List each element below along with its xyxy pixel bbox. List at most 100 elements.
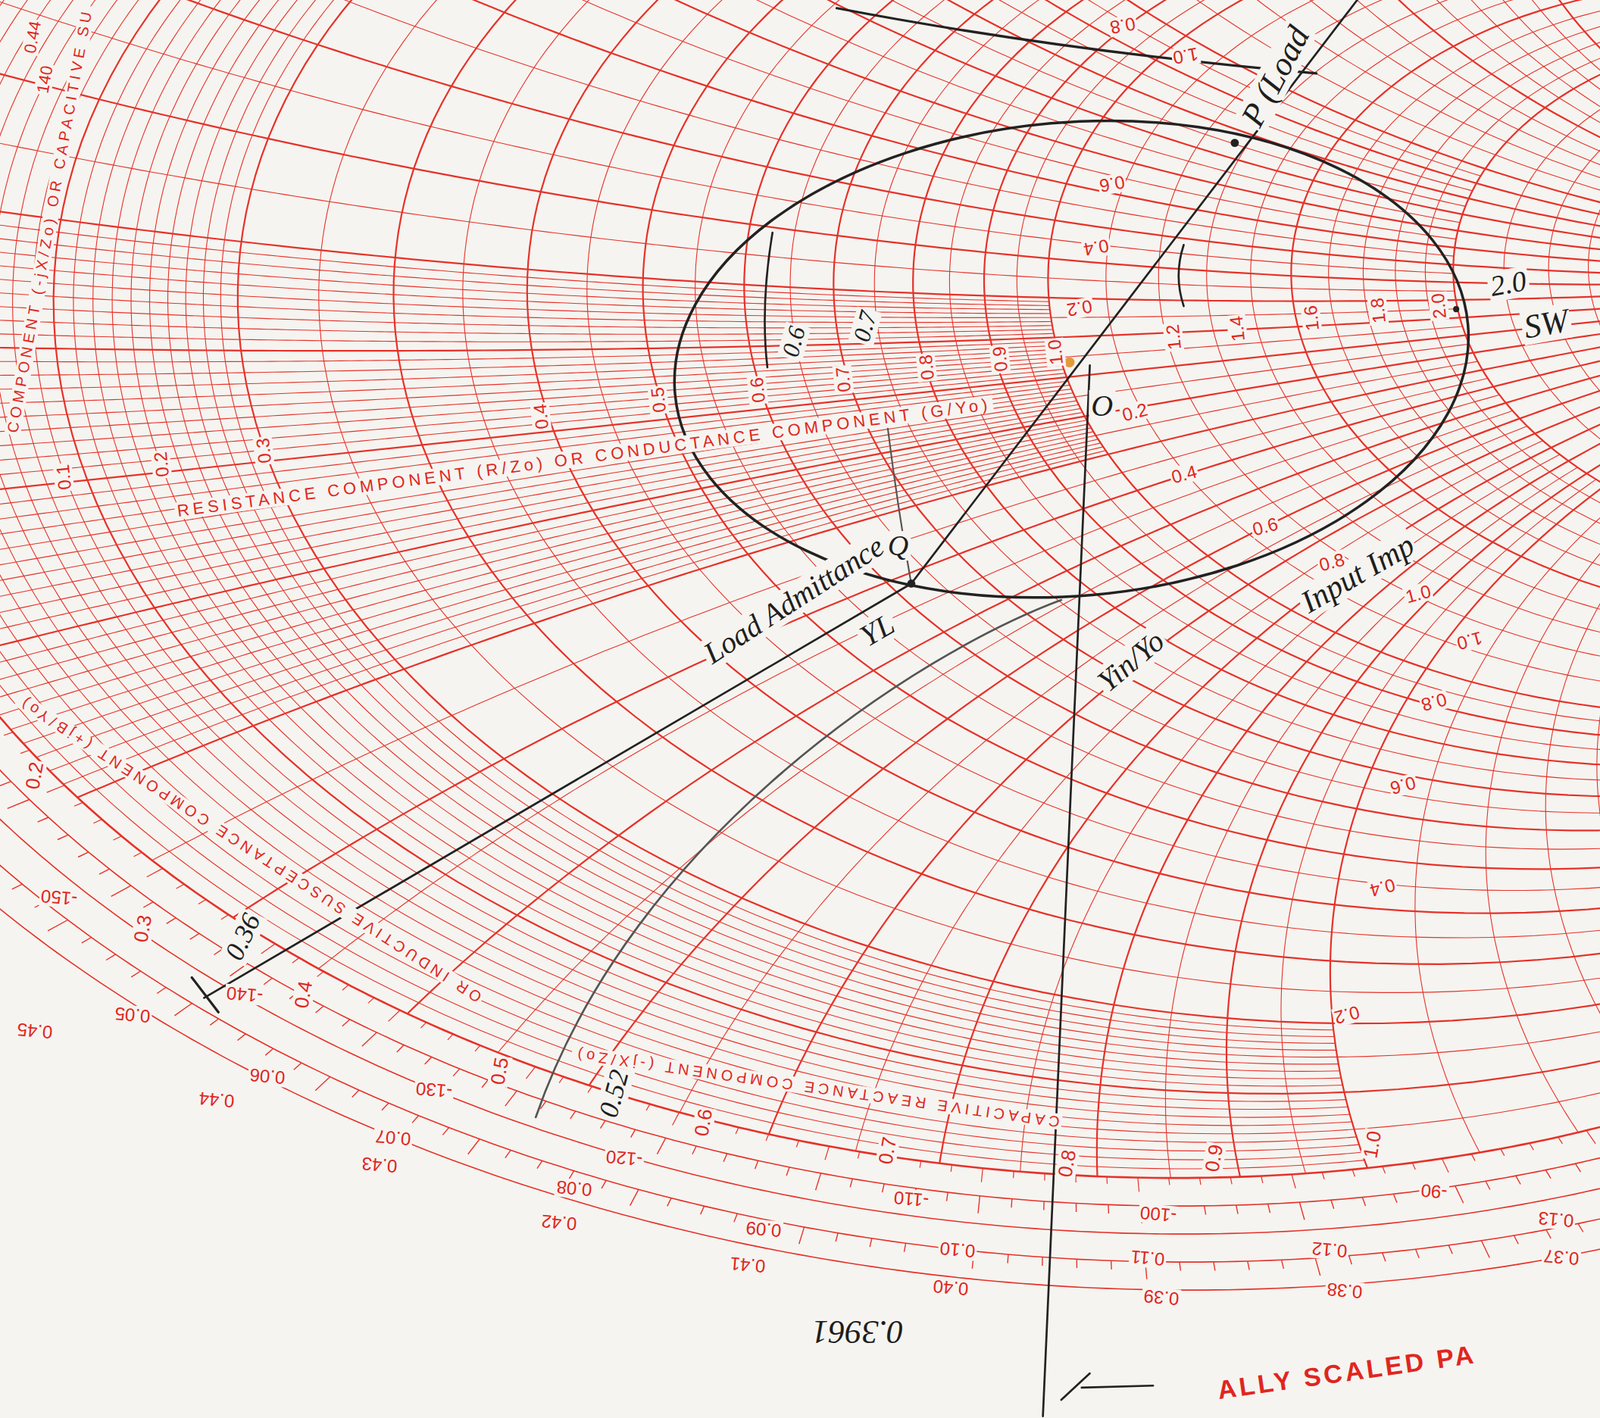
reactance-arc xyxy=(1360,0,1600,222)
scale-tick xyxy=(672,1112,680,1125)
resistance-axis xyxy=(0,251,1600,504)
wavelength-number: 0.13 xyxy=(1536,1208,1577,1232)
reactance-arc xyxy=(939,256,1600,1164)
reactance-arc xyxy=(0,393,1074,566)
reactance-arc xyxy=(0,312,1054,335)
scale-tick xyxy=(0,781,12,787)
scale-number: 0.9 xyxy=(989,343,1012,375)
resistance-circle xyxy=(0,0,1350,1118)
scale-number: 0.2 xyxy=(1118,399,1152,425)
scale-tick xyxy=(1230,1177,1232,1185)
scale-tick xyxy=(1041,1257,1044,1267)
resistance-circle xyxy=(527,0,1600,914)
scale-tick xyxy=(1179,1262,1182,1272)
scale-tick xyxy=(0,865,1,871)
scale-tick xyxy=(342,984,349,991)
resistance-circle xyxy=(1250,0,1600,638)
scale-tick xyxy=(425,1057,432,1066)
scale-tick xyxy=(3,732,13,736)
pencil-arc xyxy=(764,232,772,368)
scale-tick xyxy=(825,1146,830,1160)
scale-number: 1.0 xyxy=(1402,581,1435,607)
pencil-line xyxy=(203,583,911,998)
handwritten-note: 0.6 xyxy=(777,321,811,363)
scale-tick xyxy=(99,868,110,875)
point-label: O xyxy=(1088,390,1116,422)
scale-tick xyxy=(904,1243,907,1252)
scale-number: 0.4 xyxy=(290,978,317,1012)
scale-tick xyxy=(978,1196,980,1214)
reactance-arc xyxy=(0,281,1052,323)
resistance-circle xyxy=(1588,64,1600,510)
wavelength-number: 0.07 xyxy=(372,1126,413,1150)
reactance-arc xyxy=(306,0,1460,223)
scale-tick xyxy=(78,852,89,858)
scale-number: 0.2 xyxy=(21,759,48,793)
handwritten-note: 2.0 xyxy=(1485,265,1532,303)
angle-number: -90 xyxy=(1418,1181,1450,1203)
resistance-circle xyxy=(1453,26,1600,561)
wavelength-number: 0.45 xyxy=(14,1019,55,1043)
wavelength-number: 0.05 xyxy=(112,1004,154,1028)
scale-tick xyxy=(1107,1204,1110,1214)
point-swr xyxy=(1453,306,1460,313)
scale-tick xyxy=(1268,1204,1271,1214)
scale-tick xyxy=(362,1032,377,1047)
handwritten-note: 0.3961 xyxy=(809,1314,906,1350)
reactance-arc xyxy=(1415,338,1600,1153)
resistance-circle xyxy=(73,0,1343,1087)
resistance-circle xyxy=(874,0,1600,782)
scale-tick xyxy=(106,954,116,961)
reactance-arc xyxy=(152,378,1488,861)
resistance-circle xyxy=(112,0,1340,1072)
wavelength-number: 0.12 xyxy=(1309,1238,1350,1262)
scale-tick xyxy=(946,1192,949,1202)
scale-tick xyxy=(447,1034,454,1041)
resistance-circle xyxy=(318,0,1600,993)
scale-tick xyxy=(1291,1174,1296,1189)
reactance-arc xyxy=(0,46,1600,285)
scale-tick xyxy=(857,1151,860,1159)
reactance-arc xyxy=(0,0,1454,274)
scale-tick xyxy=(261,943,275,954)
scale-tick xyxy=(442,1128,449,1136)
reactance-arc xyxy=(1096,256,1600,1177)
scale-tick xyxy=(292,958,300,964)
scale-tick xyxy=(631,1129,636,1138)
axis-title: RESISTANCE COMPONENT (R/Zo) OR CONDUCTAN… xyxy=(173,394,994,520)
scale-tick xyxy=(143,902,154,908)
reactance-arc xyxy=(881,0,1600,246)
scale-tick xyxy=(1393,1193,1397,1204)
scale-number: 0.6 xyxy=(1387,772,1420,799)
resistance-circle xyxy=(984,0,1600,740)
angle-number: -110 xyxy=(891,1187,932,1210)
scale-number: 0.8 xyxy=(915,352,938,383)
scale-tick xyxy=(1075,1203,1077,1213)
scale-tick xyxy=(1529,1143,1534,1150)
scale-ring xyxy=(0,0,1600,1207)
scale-tick xyxy=(176,884,185,889)
scale-number: 0.3 xyxy=(252,435,275,466)
point-p xyxy=(1230,138,1239,147)
resistance-circle xyxy=(1425,18,1600,572)
pencil-arc xyxy=(837,8,1317,74)
scale-tick xyxy=(453,1068,460,1077)
wavelength-number: 0.38 xyxy=(1325,1279,1366,1303)
scale-number: 0.8 xyxy=(1417,689,1450,716)
reactance-arc xyxy=(0,389,1072,551)
wavelength-number: 0.39 xyxy=(1141,1287,1182,1310)
scale-tick xyxy=(600,1120,606,1129)
resistance-circle xyxy=(185,0,1335,1044)
handwritten-note: 0.36 xyxy=(218,906,267,967)
scale-tick xyxy=(174,1003,192,1016)
scale-tick xyxy=(1500,1149,1505,1157)
scale-tick xyxy=(869,1238,872,1247)
scale-number: 0.6 xyxy=(1249,513,1282,540)
pencil-line xyxy=(911,0,1358,584)
angle-number: -140 xyxy=(224,983,266,1007)
scale-number: 0.3 xyxy=(130,912,157,946)
scale-tick xyxy=(692,1146,697,1155)
scale-tick xyxy=(1558,1137,1563,1144)
scale-number: 1.6 xyxy=(1300,303,1322,334)
scale-tick xyxy=(1382,1253,1386,1263)
